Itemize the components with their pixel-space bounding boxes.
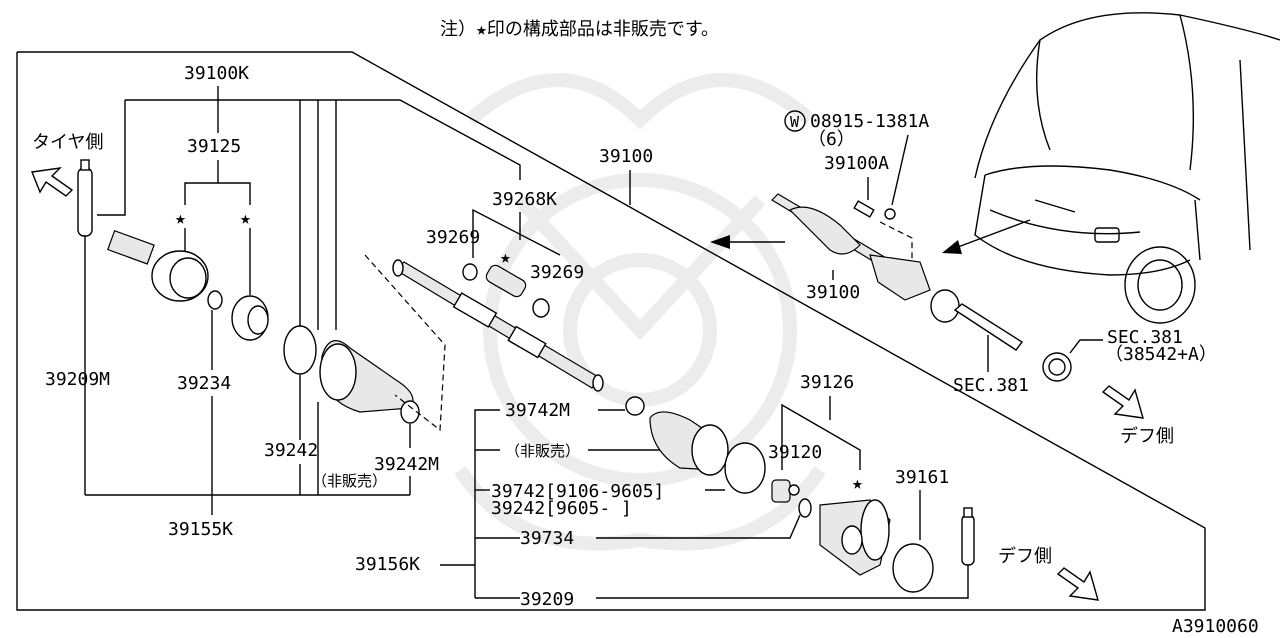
- shaft-assembly-39100: [771, 193, 1024, 351]
- diagram-code: A3910060: [1172, 616, 1259, 637]
- star-marker: ★: [500, 247, 511, 268]
- inner-joint-housing-39126: [819, 499, 891, 576]
- label-39125: 39125: [187, 136, 241, 157]
- label-39234: 39234: [177, 373, 231, 394]
- star-marker: ★: [240, 208, 251, 229]
- label-39209: 39209: [520, 589, 574, 610]
- label-39161: 39161: [895, 467, 949, 488]
- label-39100-right: 39100: [806, 282, 860, 303]
- tire-side-label: タイヤ側: [32, 132, 103, 153]
- label-39156K: 39156K: [355, 554, 420, 575]
- label-39268K: 39268K: [492, 189, 557, 210]
- label-39100A: 39100A: [824, 153, 889, 174]
- label-39120: 39120: [768, 442, 822, 463]
- star-marker: ★: [175, 208, 186, 229]
- note-text: 注）★印の構成部品は非販売です。: [440, 19, 719, 40]
- label-39242: 39242: [264, 440, 318, 461]
- vehicle-pointer-arrow-icon: [942, 219, 1031, 254]
- ring-39269-right: [532, 298, 550, 318]
- boot-band-39242: [283, 325, 317, 375]
- ring-39269-left: [462, 263, 478, 281]
- washer-circle-letter: W: [790, 113, 800, 131]
- stud-39209: [961, 507, 975, 566]
- tire-side-arrow-icon: [31, 167, 74, 197]
- label-39126: 39126: [800, 372, 854, 393]
- label-sec381-seal-ref: （38542+A）: [1105, 344, 1217, 365]
- label-sec381-seal: SEC.381: [1107, 327, 1183, 348]
- damper-39268K: [485, 264, 527, 298]
- label-39100K: 39100K: [184, 63, 249, 84]
- band-39742M: [625, 396, 645, 416]
- not-for-sale-right: （非販売）: [505, 442, 580, 460]
- label-sec381-shaft: SEC.381: [953, 375, 1029, 396]
- seal-39161: [892, 543, 934, 593]
- outer-joint-housing: [107, 229, 209, 302]
- inner-boot: [649, 411, 729, 476]
- outer-boot: [319, 340, 414, 413]
- label-39269-left: 39269: [426, 227, 480, 248]
- stud-39209M: [77, 159, 93, 237]
- diff-side-lower-arrow-icon: [1056, 567, 1099, 601]
- vehicle-illustration: [974, 12, 1280, 324]
- band-39242M: [400, 400, 420, 424]
- direction-arrow-icon: [710, 235, 785, 249]
- diff-side-upper-arrow-icon: [1101, 385, 1144, 419]
- label-39155K: 39155K: [168, 519, 233, 540]
- not-for-sale-left: （非販売）: [312, 472, 387, 490]
- label-39734: 39734: [520, 528, 574, 549]
- dashed-assembly-outline: [364, 254, 446, 432]
- washer-08915: [884, 208, 896, 220]
- label-bolt-qty: （6）: [808, 129, 855, 150]
- diff-side-lower-label: デフ側: [998, 546, 1052, 567]
- snap-ring-39234: [207, 290, 223, 310]
- label-39269-right: 39269: [530, 262, 584, 283]
- label-39100-mid: 39100: [599, 146, 653, 167]
- label-39742-range: 39742[9106-9605]: [491, 481, 664, 502]
- diff-side-upper-label: デフ側: [1120, 426, 1174, 447]
- bolt-39100A: [853, 200, 875, 218]
- label-39242M: 39242M: [374, 454, 439, 475]
- frame-border: [16, 51, 1206, 611]
- label-39209M: 39209M: [45, 369, 110, 390]
- washer-circle-icon: [784, 110, 806, 132]
- bearing-cage: [231, 295, 269, 341]
- label-39242-range: 39242[9605- ]: [491, 498, 632, 519]
- label-08915-1381A: 08915-1381A: [810, 111, 929, 132]
- label-39742M: 39742M: [505, 400, 570, 421]
- band-39742: [724, 442, 766, 494]
- star-marker: ★: [852, 473, 863, 494]
- drive-shaft-39100: [392, 259, 604, 392]
- tripod-39120: [771, 479, 800, 503]
- snap-ring-39734: [798, 498, 812, 518]
